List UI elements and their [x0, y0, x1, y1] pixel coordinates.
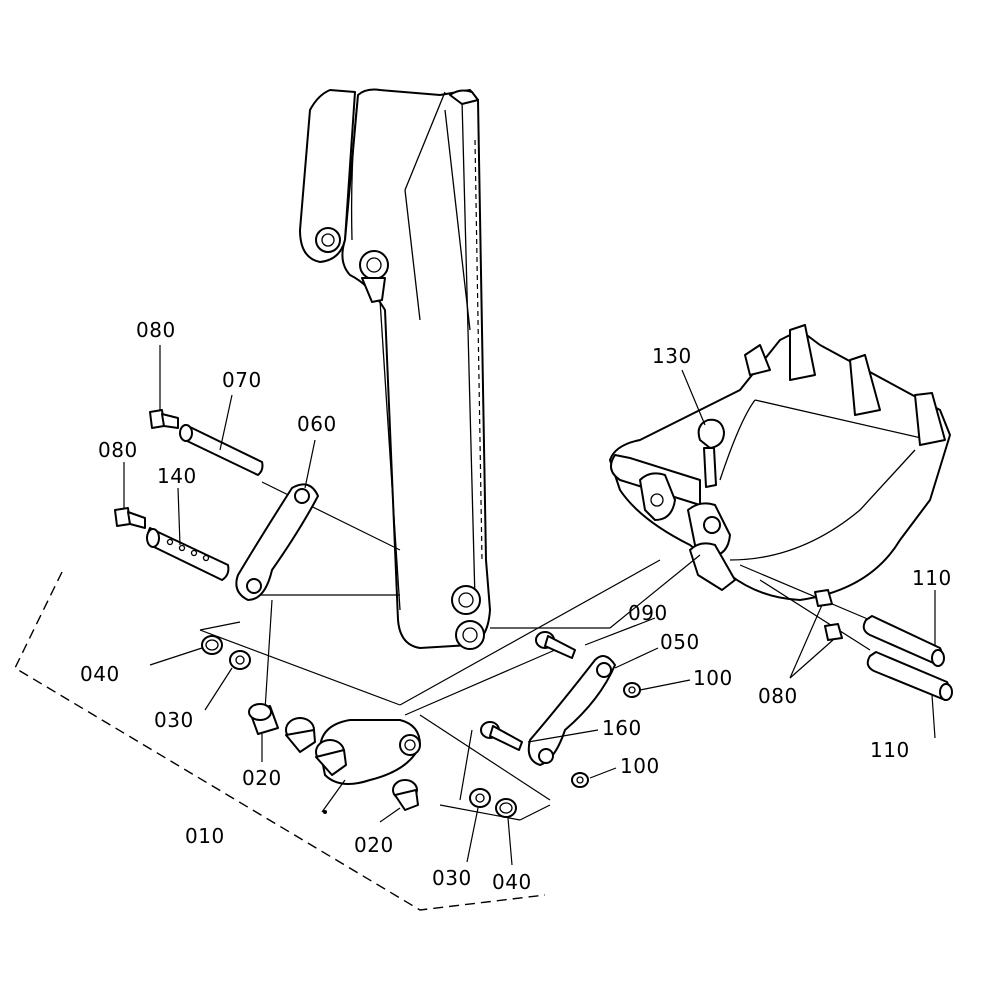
callout-020-left: 020 — [242, 766, 282, 790]
callout-040-left: 040 — [80, 662, 120, 686]
bolt-160 — [480, 721, 523, 751]
link-060 — [235, 439, 319, 601]
grease-nipple-080-right-b — [824, 623, 843, 641]
assembly-guide-lines — [199, 481, 871, 821]
callout-110-bottom: 110 — [870, 738, 910, 762]
pin-110-bottom — [866, 651, 953, 701]
nut-100-b — [571, 772, 589, 788]
bushings-020-center — [285, 717, 347, 776]
callout-080-right: 080 — [758, 684, 798, 708]
bolt-090 — [535, 631, 576, 659]
nut-100-a — [623, 682, 641, 698]
seal-040-bottom — [495, 798, 517, 818]
arm-assembly — [299, 88, 491, 650]
bucket — [609, 324, 951, 601]
bushing-020-right — [392, 779, 419, 811]
callout-070: 070 — [222, 368, 262, 392]
callout-040-bottom: 040 — [492, 870, 532, 894]
bushing-030-bottom — [469, 788, 491, 808]
bushing-020-left — [248, 703, 279, 735]
pin-140 — [146, 487, 230, 581]
assembly-boundary-010 — [14, 571, 546, 911]
grease-nipple-080-mid — [114, 507, 146, 529]
callout-030-left: 030 — [154, 708, 194, 732]
grease-nipple-080-right-a — [814, 589, 833, 607]
callout-110-top: 110 — [912, 566, 952, 590]
callout-130: 130 — [652, 344, 692, 368]
seal-040-left — [201, 635, 223, 655]
callout-140: 140 — [157, 464, 197, 488]
pin-070 — [179, 394, 264, 476]
link-050 — [527, 655, 616, 766]
callout-050: 050 — [660, 630, 700, 654]
bushing-030-left — [229, 650, 251, 670]
callout-160: 160 — [602, 716, 642, 740]
callout-100-a: 100 — [693, 666, 733, 690]
pin-110-top — [862, 615, 945, 667]
link-010 — [319, 719, 421, 785]
callout-060: 060 — [297, 412, 337, 436]
callout-100-b: 100 — [620, 754, 660, 778]
callout-080-top: 080 — [136, 318, 176, 342]
callout-080-mid: 080 — [98, 438, 138, 462]
callout-leaders — [123, 345, 936, 866]
callout-030-bottom: 030 — [432, 866, 472, 890]
callout-010: 010 — [185, 824, 225, 848]
callout-020-bottom: 020 — [354, 833, 394, 857]
grease-nipple-080-top — [149, 409, 179, 429]
callout-090: 090 — [628, 601, 668, 625]
